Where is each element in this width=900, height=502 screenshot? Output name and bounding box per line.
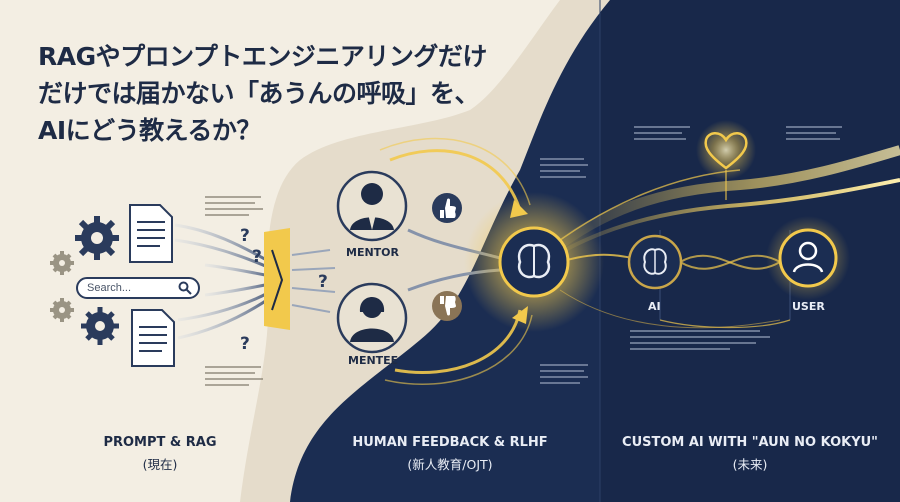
section-label-prompt-rag: PROMPT & RAG (現在) (60, 435, 260, 473)
search-bar[interactable]: Search... (76, 277, 200, 299)
gear-icon (75, 216, 119, 260)
title-line: だけでは届かない「あうんの呼吸」を、 (38, 79, 480, 108)
user-label: USER (792, 300, 825, 313)
document-icon (129, 204, 173, 263)
section-subtitle: (新人教育/OJT) (407, 457, 493, 472)
thumbs-up-icon (432, 193, 462, 223)
mentee-label: MENTEE (348, 354, 399, 367)
filter-funnel (264, 228, 290, 330)
title-line: RAGやプロンプトエンジニアリングだけ (38, 42, 487, 71)
page-title: RAGやプロンプトエンジニアリングだけ だけでは届かない「あうんの呼吸」を、 A… (38, 38, 487, 149)
document-icon (131, 309, 175, 367)
thumbs-down-icon (432, 291, 462, 321)
mentee-avatar-icon (336, 282, 408, 354)
search-icon (178, 281, 192, 295)
section-title: HUMAN FEEDBACK & RLHF (352, 435, 548, 450)
placeholder-text-lines (205, 196, 263, 386)
section-subtitle: (未来) (732, 457, 768, 472)
title-line: AIにどう教えるか？ (38, 116, 261, 145)
question-mark: ? (240, 334, 250, 354)
brain-icon (627, 234, 683, 290)
section-label-human-feedback: HUMAN FEEDBACK & RLHF (新人教育/OJT) (330, 435, 570, 473)
question-mark: ? (240, 226, 250, 246)
ai-label: AI (648, 300, 661, 313)
brain-icon (498, 226, 570, 298)
section-label-custom-ai: CUSTOM AI WITH "AUN NO KOKYU" (未来) (605, 435, 895, 473)
heart-icon (704, 132, 748, 170)
gear-icon (81, 307, 119, 345)
question-mark: ? (252, 247, 262, 267)
user-icon (778, 228, 838, 288)
mentor-avatar-icon (336, 170, 408, 242)
question-mark: ? (318, 272, 328, 292)
gear-icon (50, 251, 74, 275)
placeholder-text-lines (540, 126, 842, 384)
section-title: CUSTOM AI WITH "AUN NO KOKYU" (622, 435, 878, 450)
section-subtitle: (現在) (142, 457, 178, 472)
gear-icon (50, 298, 74, 322)
search-placeholder: Search... (87, 282, 132, 294)
mentor-label: MENTOR (346, 246, 399, 259)
section-title: PROMPT & RAG (103, 435, 217, 450)
